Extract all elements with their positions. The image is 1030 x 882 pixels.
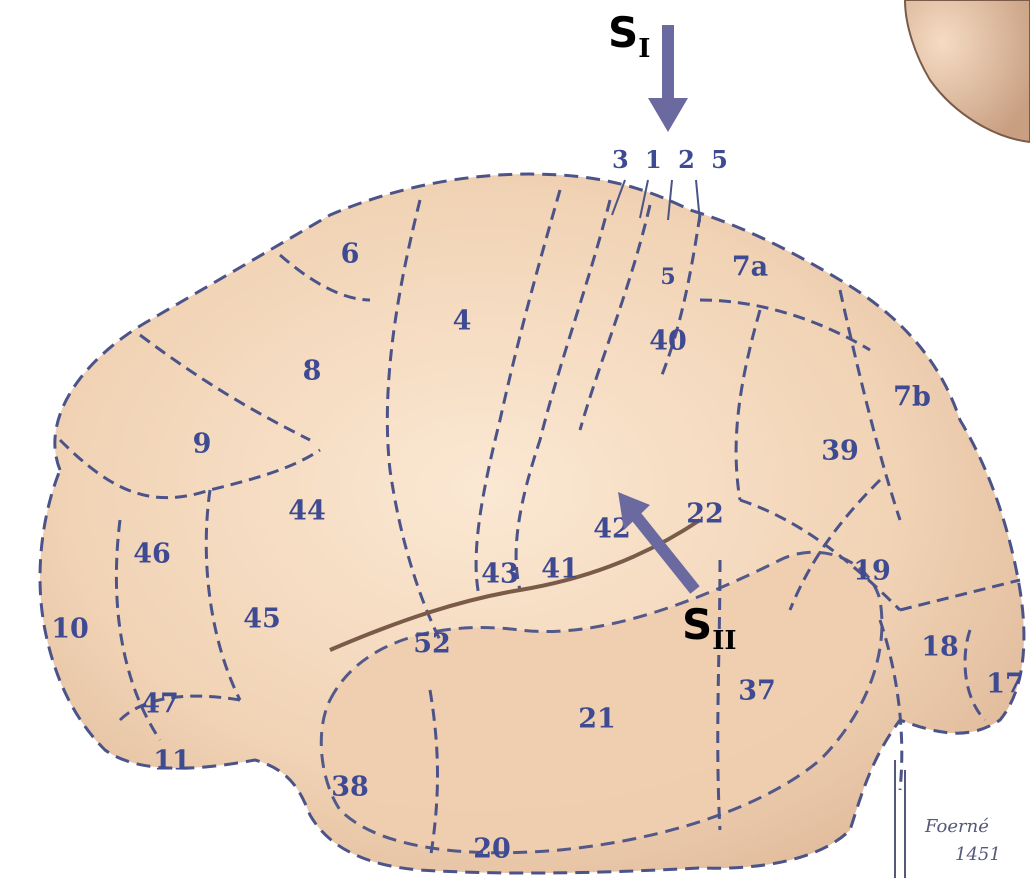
area-label-22: 22 [686,499,724,530]
area-label-7a: 7a [732,252,768,283]
area-label-9: 9 [193,429,212,460]
area-label-44: 44 [288,496,326,527]
area-label-37: 37 [738,676,776,707]
artist-signature: Foerné 1451 [895,760,1001,878]
area-label-38: 38 [331,772,369,803]
area-label-10: 10 [51,614,89,645]
top-area-numbers: 3 1 2 5 [612,145,732,174]
area-label-6: 6 [341,239,360,270]
area-label-39: 39 [821,436,859,467]
area-label-47: 47 [141,689,179,720]
head-fragment [905,0,1030,142]
area-label-52: 52 [413,629,451,660]
area-label-46: 46 [133,539,171,570]
area-label-40: 40 [649,326,687,357]
s2-label: SII [682,600,737,649]
area-label-17: 17 [986,669,1024,700]
area-label-43: 43 [481,559,519,590]
area-label-5: 5 [660,264,675,290]
area-label-20: 20 [473,834,511,865]
area-label-45: 45 [243,604,281,635]
s1-label: SI [608,8,650,57]
area-label-18: 18 [921,632,959,663]
area-label-19: 19 [853,556,891,587]
area-label-8: 8 [303,356,322,387]
signature-year: 1451 [955,844,1001,865]
area-label-21: 21 [578,704,616,735]
area-label-11: 11 [153,746,191,777]
area-label-41: 41 [541,554,579,585]
area-label-7b: 7b [893,382,931,413]
s1-arrow [648,25,688,132]
signature-name: Foerné [924,816,989,837]
area-label-4: 4 [453,306,472,337]
